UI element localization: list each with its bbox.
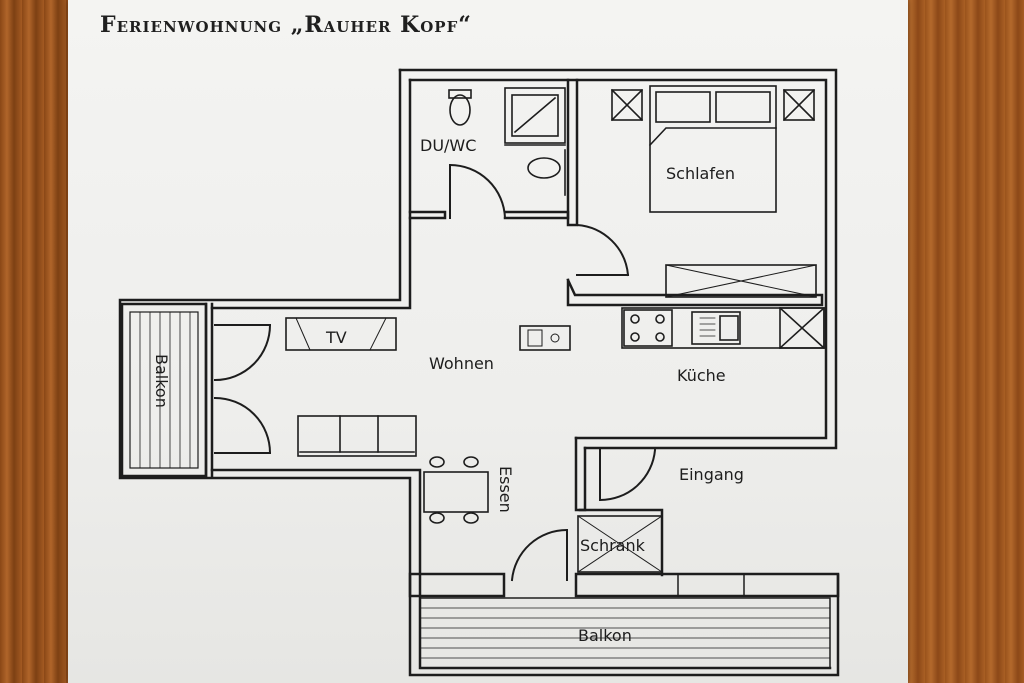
shower-icon: [504, 87, 566, 144]
label-eingang: Eingang: [679, 465, 744, 484]
wood-background-right: [905, 0, 1024, 683]
balcony-left: [120, 302, 214, 478]
nightstand-left-icon: [611, 89, 643, 121]
toilet-icon: [449, 94, 471, 126]
closet-furniture: [577, 515, 663, 573]
wardrobe-icon: [665, 264, 817, 298]
sink-icon: [527, 157, 561, 179]
outer-walls: [118, 68, 840, 677]
dining-table-icon: [423, 471, 489, 513]
stove-icon: [623, 309, 673, 347]
paper-sheet: [68, 0, 908, 683]
wood-background-left: [0, 0, 72, 683]
table-icon: [519, 325, 571, 351]
kitchen-sink-icon: [691, 311, 741, 345]
bathroom-fixtures: [448, 87, 566, 196]
closet-icon: [577, 515, 663, 573]
bed-icon: [649, 85, 777, 213]
label-tv: TV: [325, 328, 347, 347]
bedroom-furniture: [610, 85, 817, 298]
nightstand-right-icon: [783, 89, 815, 121]
plan-title: Ferienwohnung „Rauher Kopf“: [100, 12, 472, 38]
dining-furniture: [423, 456, 489, 524]
label-balkon-bottom: Balkon: [578, 626, 632, 645]
label-schlafen: Schlafen: [666, 164, 735, 183]
label-balkon-left: Balkon: [152, 354, 171, 408]
label-kueche: Küche: [677, 366, 726, 385]
label-essen: Essen: [496, 466, 515, 513]
kitchen-fixtures: [621, 306, 826, 350]
sofa-icon: [297, 415, 417, 457]
label-schrank: Schrank: [580, 536, 646, 555]
label-du-wc: DU/WC: [420, 136, 476, 155]
balcony-bottom: [408, 572, 840, 669]
living-furniture: [285, 317, 571, 457]
tv-unit-icon: [285, 317, 397, 351]
label-wohnen: Wohnen: [429, 354, 494, 373]
fridge-icon: [779, 307, 825, 349]
doors: [213, 163, 657, 582]
